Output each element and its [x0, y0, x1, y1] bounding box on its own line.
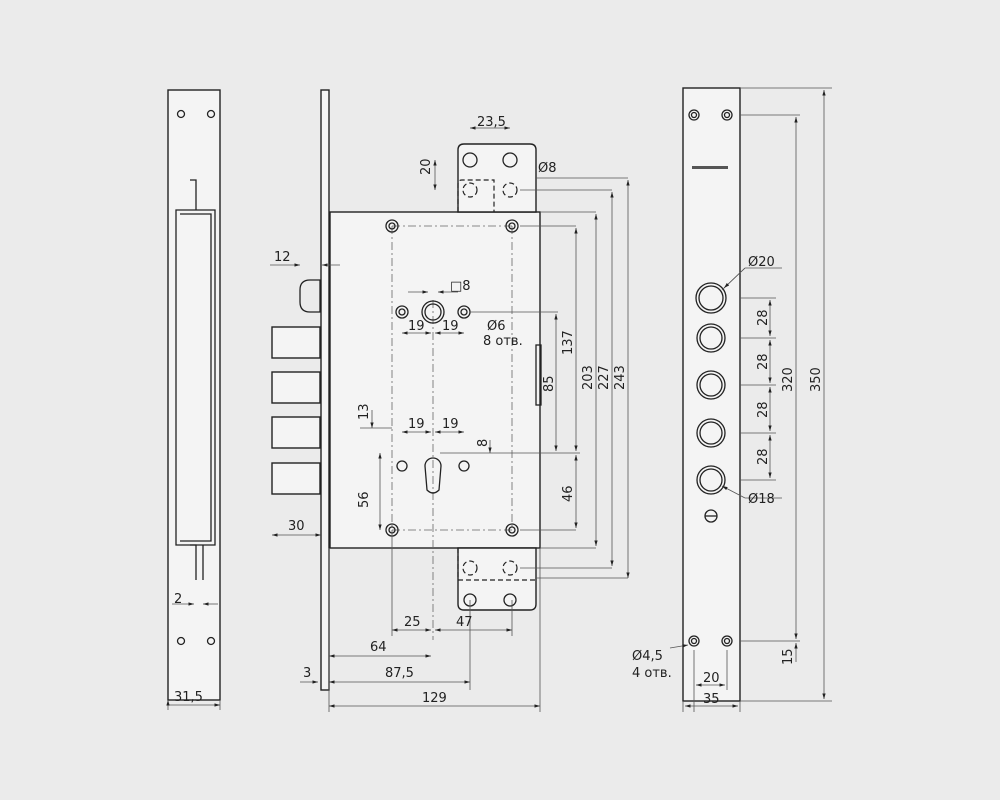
dim-243: 243 [613, 365, 628, 390]
dim-13: 13 [357, 403, 372, 420]
dim-350: 350 [809, 367, 824, 392]
dim-28-d: 28 [756, 448, 771, 465]
dim-square-8: □8 [450, 279, 471, 294]
dim-19-a: 19 [408, 319, 425, 334]
dim-35: 35 [703, 692, 720, 707]
dim-20: 20 [419, 158, 434, 175]
dim-dia-20: Ø20 [748, 255, 775, 270]
dim-137: 137 [561, 330, 576, 355]
face-plate: Ø20 Ø18 28 28 28 28 320 350 15 Ø4,5 4 от… [632, 87, 832, 712]
dim-8: 8 [476, 439, 491, 447]
dim-20-holes: 20 [703, 671, 720, 686]
dim-30: 30 [288, 519, 305, 534]
dim-3: 3 [303, 666, 311, 681]
dim-28-c: 28 [756, 401, 771, 418]
dim-8-holes: 8 отв. [483, 334, 523, 349]
dim-19-b: 19 [442, 319, 459, 334]
dim-12: 12 [274, 250, 291, 265]
lock-dimension-labels: 23,5 20 Ø8 12 □8 Ø6 8 отв. 19 19 19 19 1… [274, 115, 628, 706]
dim-227: 227 [597, 365, 612, 390]
dim-85: 85 [542, 375, 557, 392]
dim-129: 129 [422, 691, 447, 706]
dim-28-b: 28 [756, 353, 771, 370]
dim-87-5: 87,5 [385, 666, 414, 681]
dim-4-holes: 4 отв. [632, 666, 672, 681]
dim-47: 47 [456, 615, 473, 630]
dim-23-5: 23,5 [477, 115, 506, 130]
dim-19-c: 19 [408, 417, 425, 432]
dimension-lines [270, 126, 630, 712]
dim-56: 56 [357, 491, 372, 508]
dim-15: 15 [781, 648, 796, 665]
dim-strike-width: 31,5 [174, 690, 203, 705]
dim-dia-18: Ø18 [748, 492, 775, 507]
strike-plate: 31,5 2 [168, 89, 220, 710]
lock-body [271, 89, 542, 691]
dim-25: 25 [404, 615, 421, 630]
dim-strike-gap: 2 [174, 592, 182, 607]
dim-28-a: 28 [756, 309, 771, 326]
dim-46: 46 [561, 485, 576, 502]
dim-dia-8: Ø8 [538, 161, 557, 176]
dim-dia-4-5: Ø4,5 [632, 649, 663, 664]
brand-mark [692, 166, 728, 169]
dim-320: 320 [781, 367, 796, 392]
dim-64: 64 [370, 640, 387, 655]
dim-19-d: 19 [442, 417, 459, 432]
dim-203: 203 [581, 365, 596, 390]
dim-dia-6: Ø6 [487, 319, 506, 334]
